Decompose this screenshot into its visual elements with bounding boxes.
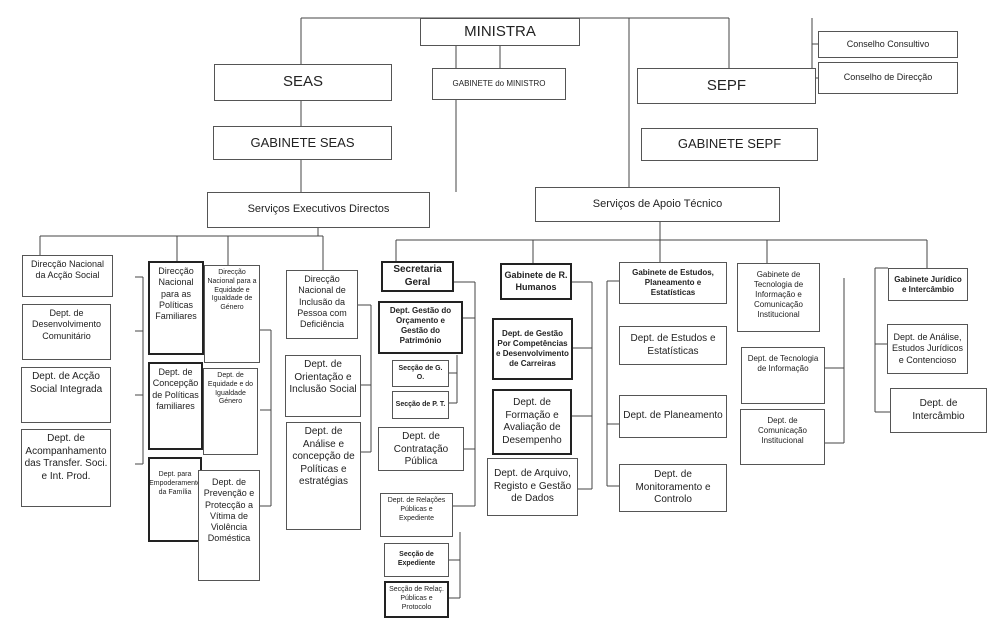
dept-box: Dept. de Contratação Pública [378,427,464,471]
direccao-equidade-box: Direcção Nacional para a Equidade e Igua… [204,265,260,363]
dept-box: Dept. de Formação e Avaliação de Desempe… [492,389,572,455]
dept-box: Dept. de Relações Públicas e Expediente [380,493,453,537]
gabinete-tic-box: Gabinete de Tecnologia de Informação e C… [737,263,820,332]
dept-box: Dept. de Estudos e Estatísticas [619,326,727,365]
seccao-box: Secção de Relaç. Públicas e Protocolo [384,581,449,618]
dept-box: Dept. de Equidade e do Igualdade Género [203,368,258,455]
dept-box: Dept. de Planeamento [619,395,727,438]
gabinete-juridico-box: Gabinete Jurídico e Intercâmbio [888,268,968,301]
secretaria-geral-box: Secretaria Geral [381,261,454,292]
dept-box: Dept. para Empoderamento da Família [148,457,202,542]
dept-box: Dept. de Desenvolvimento Comunitário [22,304,111,360]
conselho-direccao-box: Conselho de Direcção [818,62,958,94]
gabinete-sepf-box: GABINETE SEPF [641,128,818,161]
gabinete-rh-box: Gabinete de R. Humanos [500,263,572,300]
dept-box: Dept. Gestão do Orçamento e Gestão do Pa… [378,301,463,354]
dept-box: Dept. de Monitoramento e Controlo [619,464,727,512]
dept-box: Dept. de Arquivo, Registo e Gestão de Da… [487,458,578,516]
gabinete-seas-box: GABINETE SEAS [213,126,392,160]
servicos-apoio-box: Serviços de Apoio Técnico [535,187,780,222]
direccao-inclusao-box: Direcção Nacional de Inclusão da Pessoa … [286,270,358,339]
dept-box: Dept. de Análise e concepção de Política… [286,422,361,530]
dept-box: Dept. de Gestão Por Competências e Desen… [492,318,573,380]
ministra-box: MINISTRA [420,18,580,46]
dept-box: Dept. de Intercâmbio [890,388,987,433]
seccao-box: Secção de P. T. [392,391,449,419]
direccao-accao-social-box: Direcção Nacional da Acção Social [22,255,113,297]
dept-box: Dept. de Acompanhamento das Transfer. So… [21,429,111,507]
dept-box: Dept. de Prevenção e Protecção a Vítima … [198,470,260,581]
dept-box: Dept. de Comunicação Institucional [740,409,825,465]
direccao-politicas-familiares-box: Direcção Nacional para as Políticas Fami… [148,261,204,355]
dept-box: Dept. de Concepção de Políticas familiar… [148,362,203,450]
seccao-box: Secção de G. O. [392,360,449,387]
dept-box: Dept. de Orientação e Inclusão Social [285,355,361,417]
servicos-executivos-box: Serviços Executivos Directos [207,192,430,228]
dept-box: Dept. de Acção Social Integrada [21,367,111,423]
gabinete-estudos-box: Gabinete de Estudos, Planeamento e Estat… [619,262,727,304]
seccao-box: Secção de Expediente [384,543,449,577]
seas-box: SEAS [214,64,392,101]
dept-box: Dept. de Análise, Estudos Jurídicos e Co… [887,324,968,374]
sepf-box: SEPF [637,68,816,104]
conselho-consultivo-box: Conselho Consultivo [818,31,958,58]
gabinete-ministro-box: GABINETE do MINISTRO [432,68,566,100]
dept-box: Dept. de Tecnologia de Informação [741,347,825,404]
